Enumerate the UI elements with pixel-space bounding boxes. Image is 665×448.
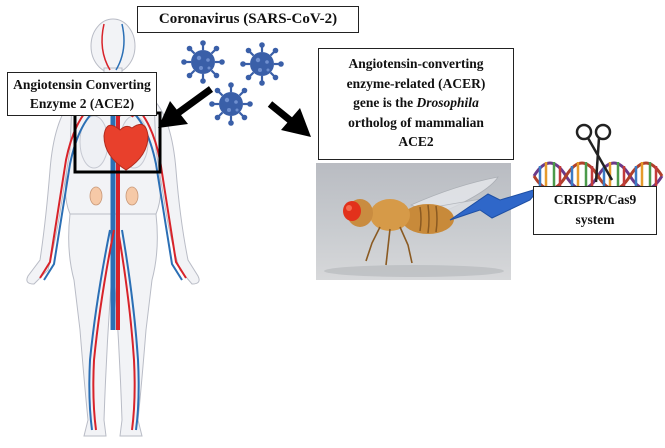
crispr-label: CRISPR/Cas9 system	[533, 186, 657, 235]
acer-label-drosophila: Drosophila	[416, 95, 479, 110]
heart-icon	[103, 123, 149, 171]
ace2-label: Angiotensin Converting Enzyme 2 (ACE2)	[7, 72, 157, 116]
arrow-to-ace2	[158, 86, 214, 128]
acer-label-line2: enzyme-related (ACER)	[346, 75, 486, 91]
acer-label-line4: ortholog of mammalian	[348, 114, 484, 130]
acer-label-line5: ACE2	[398, 134, 434, 149]
fly-photo	[316, 163, 511, 280]
title-label: Coronavirus (SARS-CoV-2)	[137, 6, 359, 33]
crispr-label-line2: system	[575, 212, 615, 227]
acer-label-line1: Angiotensin-converting	[348, 56, 484, 71]
arrow-to-acer	[267, 101, 311, 137]
virus-icon	[180, 39, 285, 127]
acer-label-line3-text: gene is the	[353, 95, 417, 110]
ace2-label-line1: Angiotensin Converting	[13, 77, 151, 92]
crispr-label-line1: CRISPR/Cas9	[553, 192, 637, 207]
human-body-icon	[26, 18, 200, 437]
ace2-label-line2: Enzyme 2 (ACE2)	[29, 96, 135, 111]
acer-label-line3: gene is the Drosophila	[319, 93, 513, 113]
acer-label: Angiotensin-converting enzyme-related (A…	[318, 48, 514, 160]
